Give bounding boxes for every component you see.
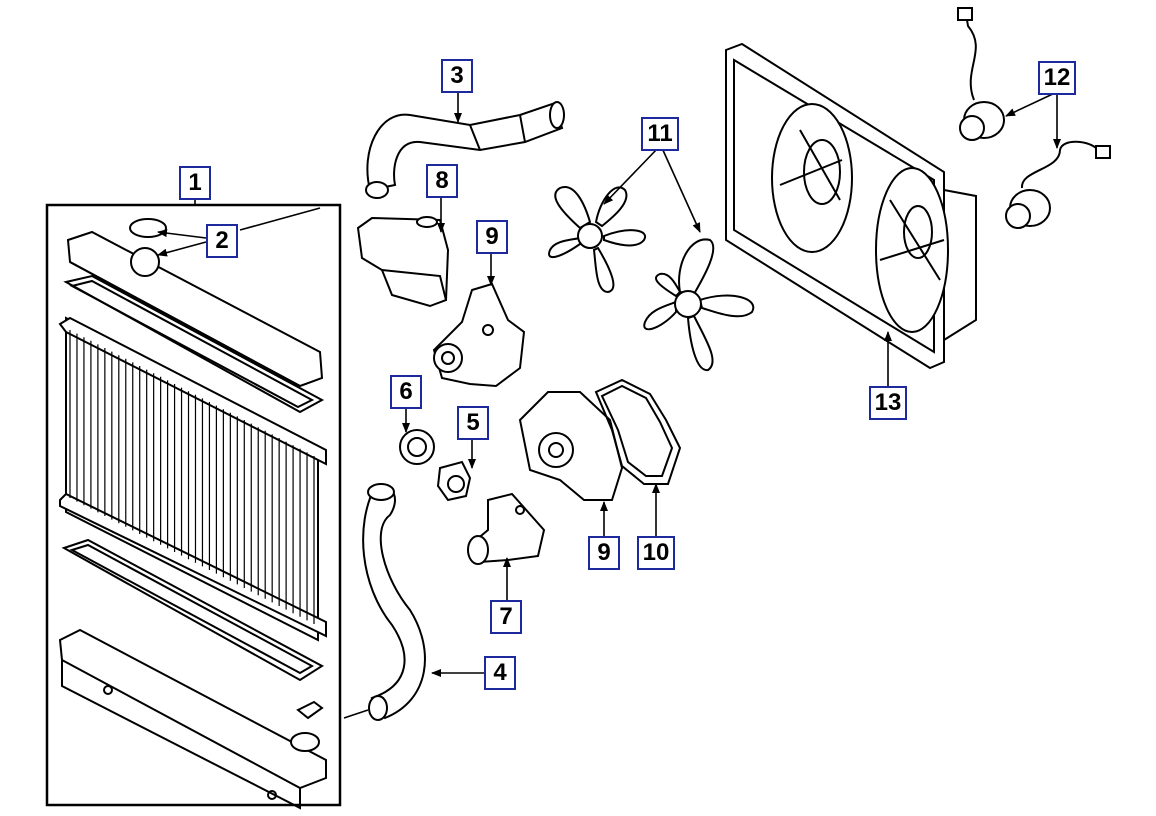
radiator-lower-parts — [58, 538, 327, 810]
upper-radiator-hose — [365, 101, 565, 199]
callout-6[interactable]: 6 — [390, 375, 422, 409]
coolant-reservoir — [356, 216, 450, 308]
lower-radiator-hose — [362, 483, 426, 721]
callout-9-lower[interactable]: 9 — [588, 536, 620, 570]
callout-11[interactable]: 11 — [641, 117, 679, 151]
callout-13[interactable]: 13 — [869, 386, 907, 420]
leader-lines — [157, 88, 1061, 719]
water-pump-gasket — [594, 378, 682, 485]
thermostat-housing — [467, 492, 546, 565]
water-pump-seal — [399, 429, 435, 465]
callout-10[interactable]: 10 — [637, 536, 675, 570]
callout-2[interactable]: 2 — [206, 224, 238, 258]
radiator-assembly — [45, 203, 342, 807]
callout-4[interactable]: 4 — [484, 656, 516, 690]
callout-1[interactable]: 1 — [179, 166, 211, 200]
radiator-core-fins — [69, 330, 315, 624]
cooling-fan-left — [548, 186, 647, 294]
thermostat — [436, 460, 472, 502]
water-pump-upper — [432, 282, 526, 388]
callout-8[interactable]: 8 — [426, 164, 458, 198]
callout-12[interactable]: 12 — [1038, 61, 1076, 95]
cooling-fan-right — [643, 238, 755, 371]
callout-3[interactable]: 3 — [441, 59, 473, 93]
fan-motor-lower — [1005, 140, 1111, 229]
water-pump-lower — [518, 391, 624, 501]
callout-7[interactable]: 7 — [490, 600, 522, 634]
fan-motor-upper — [957, 7, 1005, 141]
fan-shroud — [725, 42, 977, 370]
callout-5[interactable]: 5 — [457, 406, 489, 440]
callout-9-upper[interactable]: 9 — [476, 220, 508, 254]
